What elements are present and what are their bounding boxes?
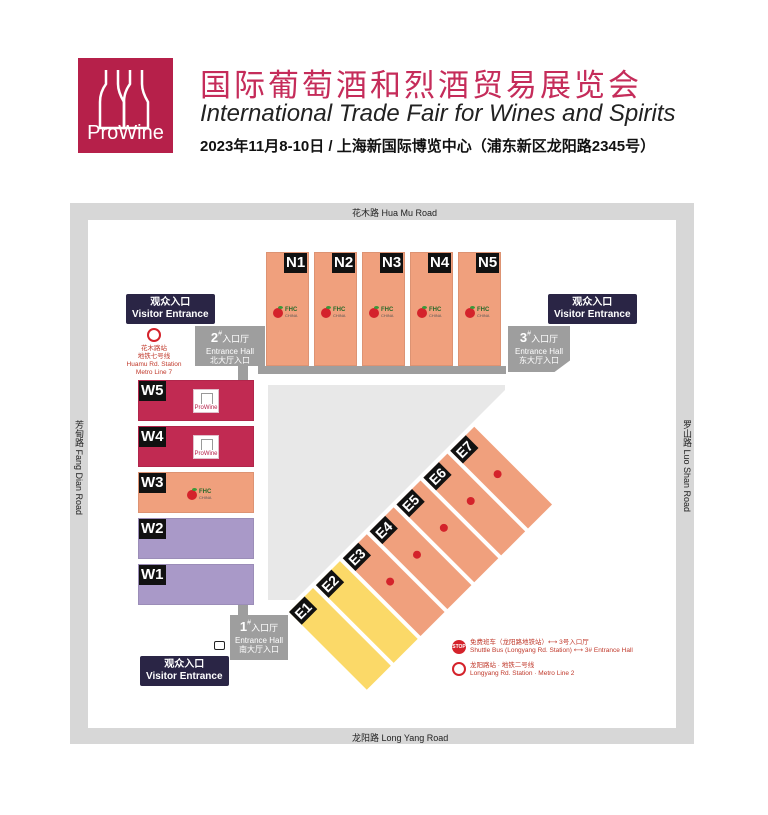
title-chinese: 国际葡萄酒和烈酒贸易展览会 — [200, 68, 642, 103]
hall-e6[interactable] — [423, 453, 526, 556]
hall-label-w2: W2 — [139, 519, 166, 539]
hall-label-w3: W3 — [139, 473, 166, 493]
hall-label-n3: N3 — [380, 253, 404, 273]
hall-e5[interactable] — [396, 480, 499, 583]
hall-label-w1: W1 — [139, 565, 166, 585]
metro-icon — [147, 328, 161, 342]
metro-legend: 龙阳路站 · 地铁二号线 Longyang Rd. Station · Metr… — [470, 662, 575, 677]
metro-icon — [452, 662, 466, 676]
apple-icon — [369, 306, 379, 318]
date-venue: 2023年11月8-10日 / 上海新国际博览中心（浦东新区龙阳路2345号） — [200, 138, 656, 155]
hall-e2[interactable] — [315, 561, 418, 663]
hall-e3[interactable] — [342, 534, 445, 637]
entrance-hall-3[interactable]: 3#入口厅 Entrance Hall 东大厅入口 — [508, 326, 570, 372]
hall-w2[interactable]: W2 — [138, 518, 254, 559]
hall-w4[interactable]: W4 ProWine — [138, 426, 254, 467]
fhc-logos-east — [386, 470, 502, 586]
prowine-logo: ProWine — [78, 58, 173, 153]
hall-label-n2: N2 — [332, 253, 356, 273]
entrance-hall-2[interactable]: 2#入口厅 Entrance Hall 北大厅入口 — [195, 326, 265, 366]
hall-label-n4: N4 — [428, 253, 452, 273]
entrance-hall-1[interactable]: 1#入口厅 Entrance Hall 南大厅入口 — [230, 615, 288, 660]
entrance-2-connector — [238, 366, 248, 380]
prowine-mini-logo: ProWine — [193, 389, 219, 413]
hall-label-n1: N1 — [284, 253, 308, 273]
hall-e1[interactable] — [289, 587, 391, 690]
apple-icon — [465, 306, 475, 318]
title-english: International Trade Fair for Wines and S… — [200, 100, 676, 127]
stop-icon: STOP — [452, 640, 466, 654]
apple-icon — [273, 306, 283, 318]
hall-label-n5: N5 — [476, 253, 500, 273]
road-north: 花木路 Hua Mu Road — [352, 208, 438, 218]
hall-label-w5: W5 — [139, 381, 166, 401]
entrance-1-connector — [238, 605, 248, 617]
apple-icon — [321, 306, 331, 318]
shuttle-legend: 免费班车（龙阳路地铁站）⟷ 3号入口厅 Shuttle Bus (Longyan… — [470, 639, 633, 654]
logo-text: ProWine — [87, 122, 164, 144]
hall-w5[interactable]: W5 ProWine — [138, 380, 254, 421]
hall-e4[interactable] — [369, 507, 472, 610]
hall-label-w4: W4 — [139, 427, 166, 447]
hall-e7[interactable] — [450, 426, 553, 529]
road-west: 芳甸路 Fang Dian Road — [74, 420, 84, 516]
bottle-icon — [201, 439, 213, 450]
apple-icon — [417, 306, 427, 318]
wine-bottles-icon — [98, 70, 150, 130]
prowine-mini-logo: ProWine — [193, 435, 219, 459]
apple-icon — [187, 488, 197, 500]
road-south: 龙阳路 Long Yang Road — [352, 733, 449, 743]
bus-icon — [214, 641, 225, 650]
road-east: 罗山路 Luo Shan Road — [682, 420, 692, 513]
hall-w1[interactable]: W1 — [138, 564, 254, 605]
bottle-icon — [201, 393, 213, 404]
